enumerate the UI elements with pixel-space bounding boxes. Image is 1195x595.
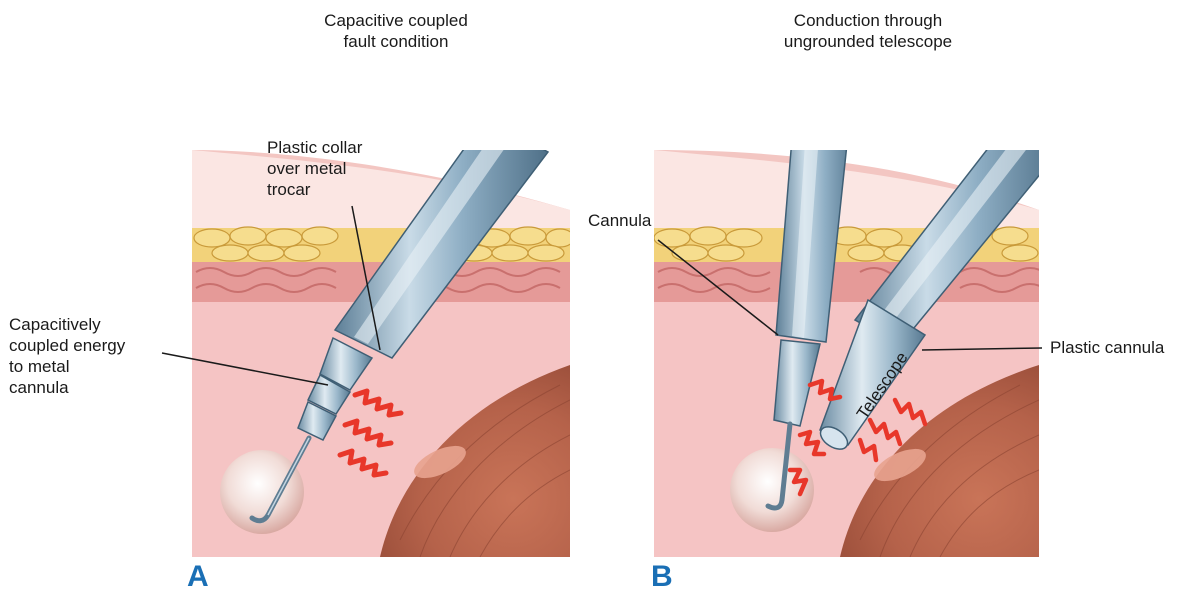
label-plastic-cannula: Plastic cannula: [1050, 337, 1164, 358]
panel-a-title: Capacitive coupled fault condition: [285, 10, 507, 52]
panel-a-scene: [192, 118, 574, 557]
label-capacitively-coupled-energy: Capacitively coupled energy to metal can…: [9, 314, 125, 398]
panel-b-scene: [654, 40, 1060, 557]
panel-b-title: Conduction through ungrounded telescope: [748, 10, 988, 52]
label-plastic-collar: Plastic collar over metal trocar: [267, 137, 362, 200]
label-cannula: Cannula: [588, 210, 651, 231]
panel-letter-a: A: [187, 562, 209, 592]
panel-letter-b: B: [651, 562, 673, 592]
